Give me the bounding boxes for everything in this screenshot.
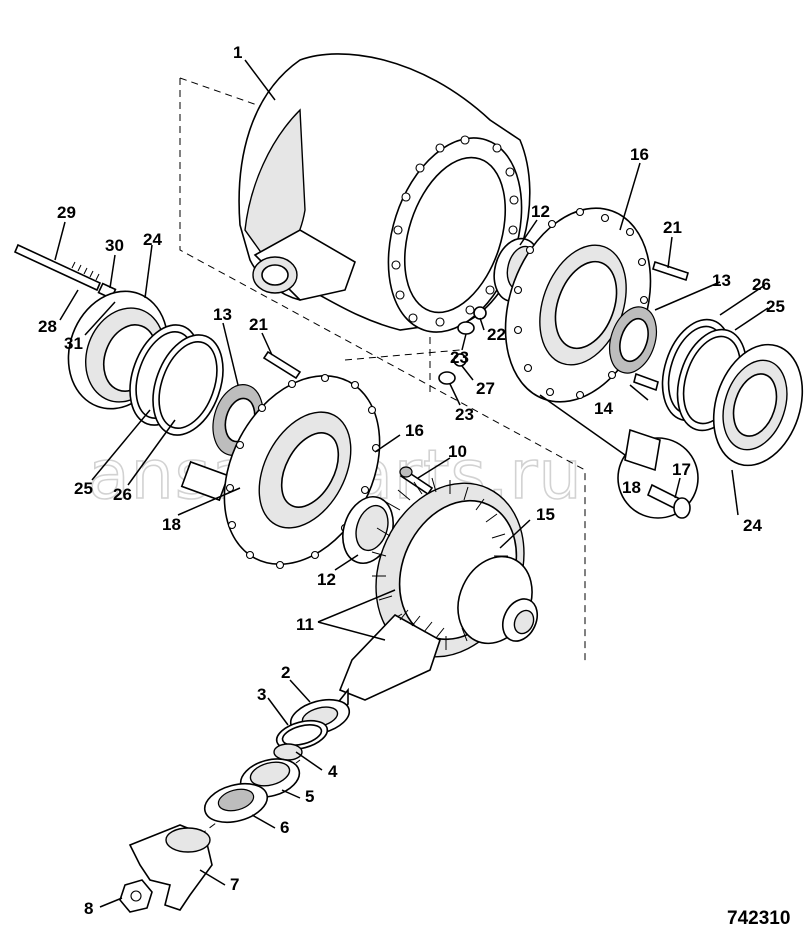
callout-16-right: 16 — [630, 145, 649, 164]
detail-view-circle — [539, 394, 699, 519]
callout-31: 31 — [64, 334, 83, 353]
spacer — [273, 743, 303, 761]
pinion-bearing-cone — [239, 758, 301, 798]
threaded-rod — [13, 243, 102, 292]
axle-housing — [238, 53, 531, 333]
callout-16-left: 16 — [405, 421, 424, 440]
callout-26-right: 26 — [752, 275, 771, 294]
callout-28: 28 — [38, 317, 57, 336]
callout-21-right: 21 — [663, 218, 682, 237]
lock-tab — [633, 372, 659, 392]
bearing-cup-left — [342, 496, 394, 564]
callout-27: 27 — [476, 379, 495, 398]
callout-22: 22 — [487, 325, 506, 344]
callout-23-top: 23 — [450, 348, 469, 367]
callout-18-left: 18 — [162, 515, 181, 534]
adjusting-ring-right — [608, 306, 658, 374]
callout-3: 3 — [257, 685, 266, 704]
callout-15: 15 — [536, 505, 555, 524]
callout-10: 10 — [448, 442, 467, 461]
callout-11: 11 — [296, 615, 314, 634]
callout-17: 17 — [672, 460, 691, 479]
drive-flange-yoke — [128, 824, 213, 911]
callout-23-bottom: 23 — [455, 405, 474, 424]
callout-14: 14 — [594, 399, 613, 418]
callout-2: 2 — [281, 663, 290, 682]
callout-12-bottom: 12 — [317, 570, 336, 589]
seal-ring-left — [129, 324, 224, 436]
crown-wheel-differential — [371, 477, 539, 658]
bearing-cap-flange-left — [223, 373, 381, 570]
callout-6: 6 — [280, 818, 289, 837]
callout-13-right: 13 — [712, 271, 731, 290]
callout-26-left: 26 — [113, 485, 132, 504]
callout-21-left: 21 — [249, 315, 268, 334]
callout-24-left: 24 — [143, 230, 162, 249]
drawing-number: 742310 — [727, 908, 790, 929]
callout-5: 5 — [305, 787, 314, 806]
callout-1: 1 — [233, 43, 242, 62]
callout-12-top: 12 — [531, 202, 550, 221]
callout-30: 30 — [105, 236, 124, 255]
callout-29: 29 — [57, 203, 76, 222]
callout-24-right: 24 — [743, 516, 762, 535]
callout-25-left: 25 — [74, 479, 93, 498]
callout-7: 7 — [230, 875, 239, 894]
callout-4: 4 — [328, 762, 338, 781]
oil-seal — [203, 782, 269, 824]
lock-block-left — [180, 460, 230, 502]
stud-bolt — [399, 466, 434, 496]
end-cover-right — [712, 343, 804, 467]
callout-18-right: 18 — [622, 478, 641, 497]
lock-pin-right — [652, 260, 689, 282]
shim — [275, 719, 329, 751]
callout-13-left: 13 — [213, 305, 232, 324]
seal-ring-right — [661, 318, 748, 432]
callout-labels: 1 2 3 4 5 6 7 8 10 11 12 12 13 13 14 15 … — [38, 43, 785, 918]
lock-pin-left — [262, 350, 302, 380]
leader-lines — [54, 59, 769, 908]
callout-8: 8 — [84, 899, 93, 918]
flange-nut — [119, 879, 153, 913]
callout-25-right: 25 — [766, 297, 785, 316]
